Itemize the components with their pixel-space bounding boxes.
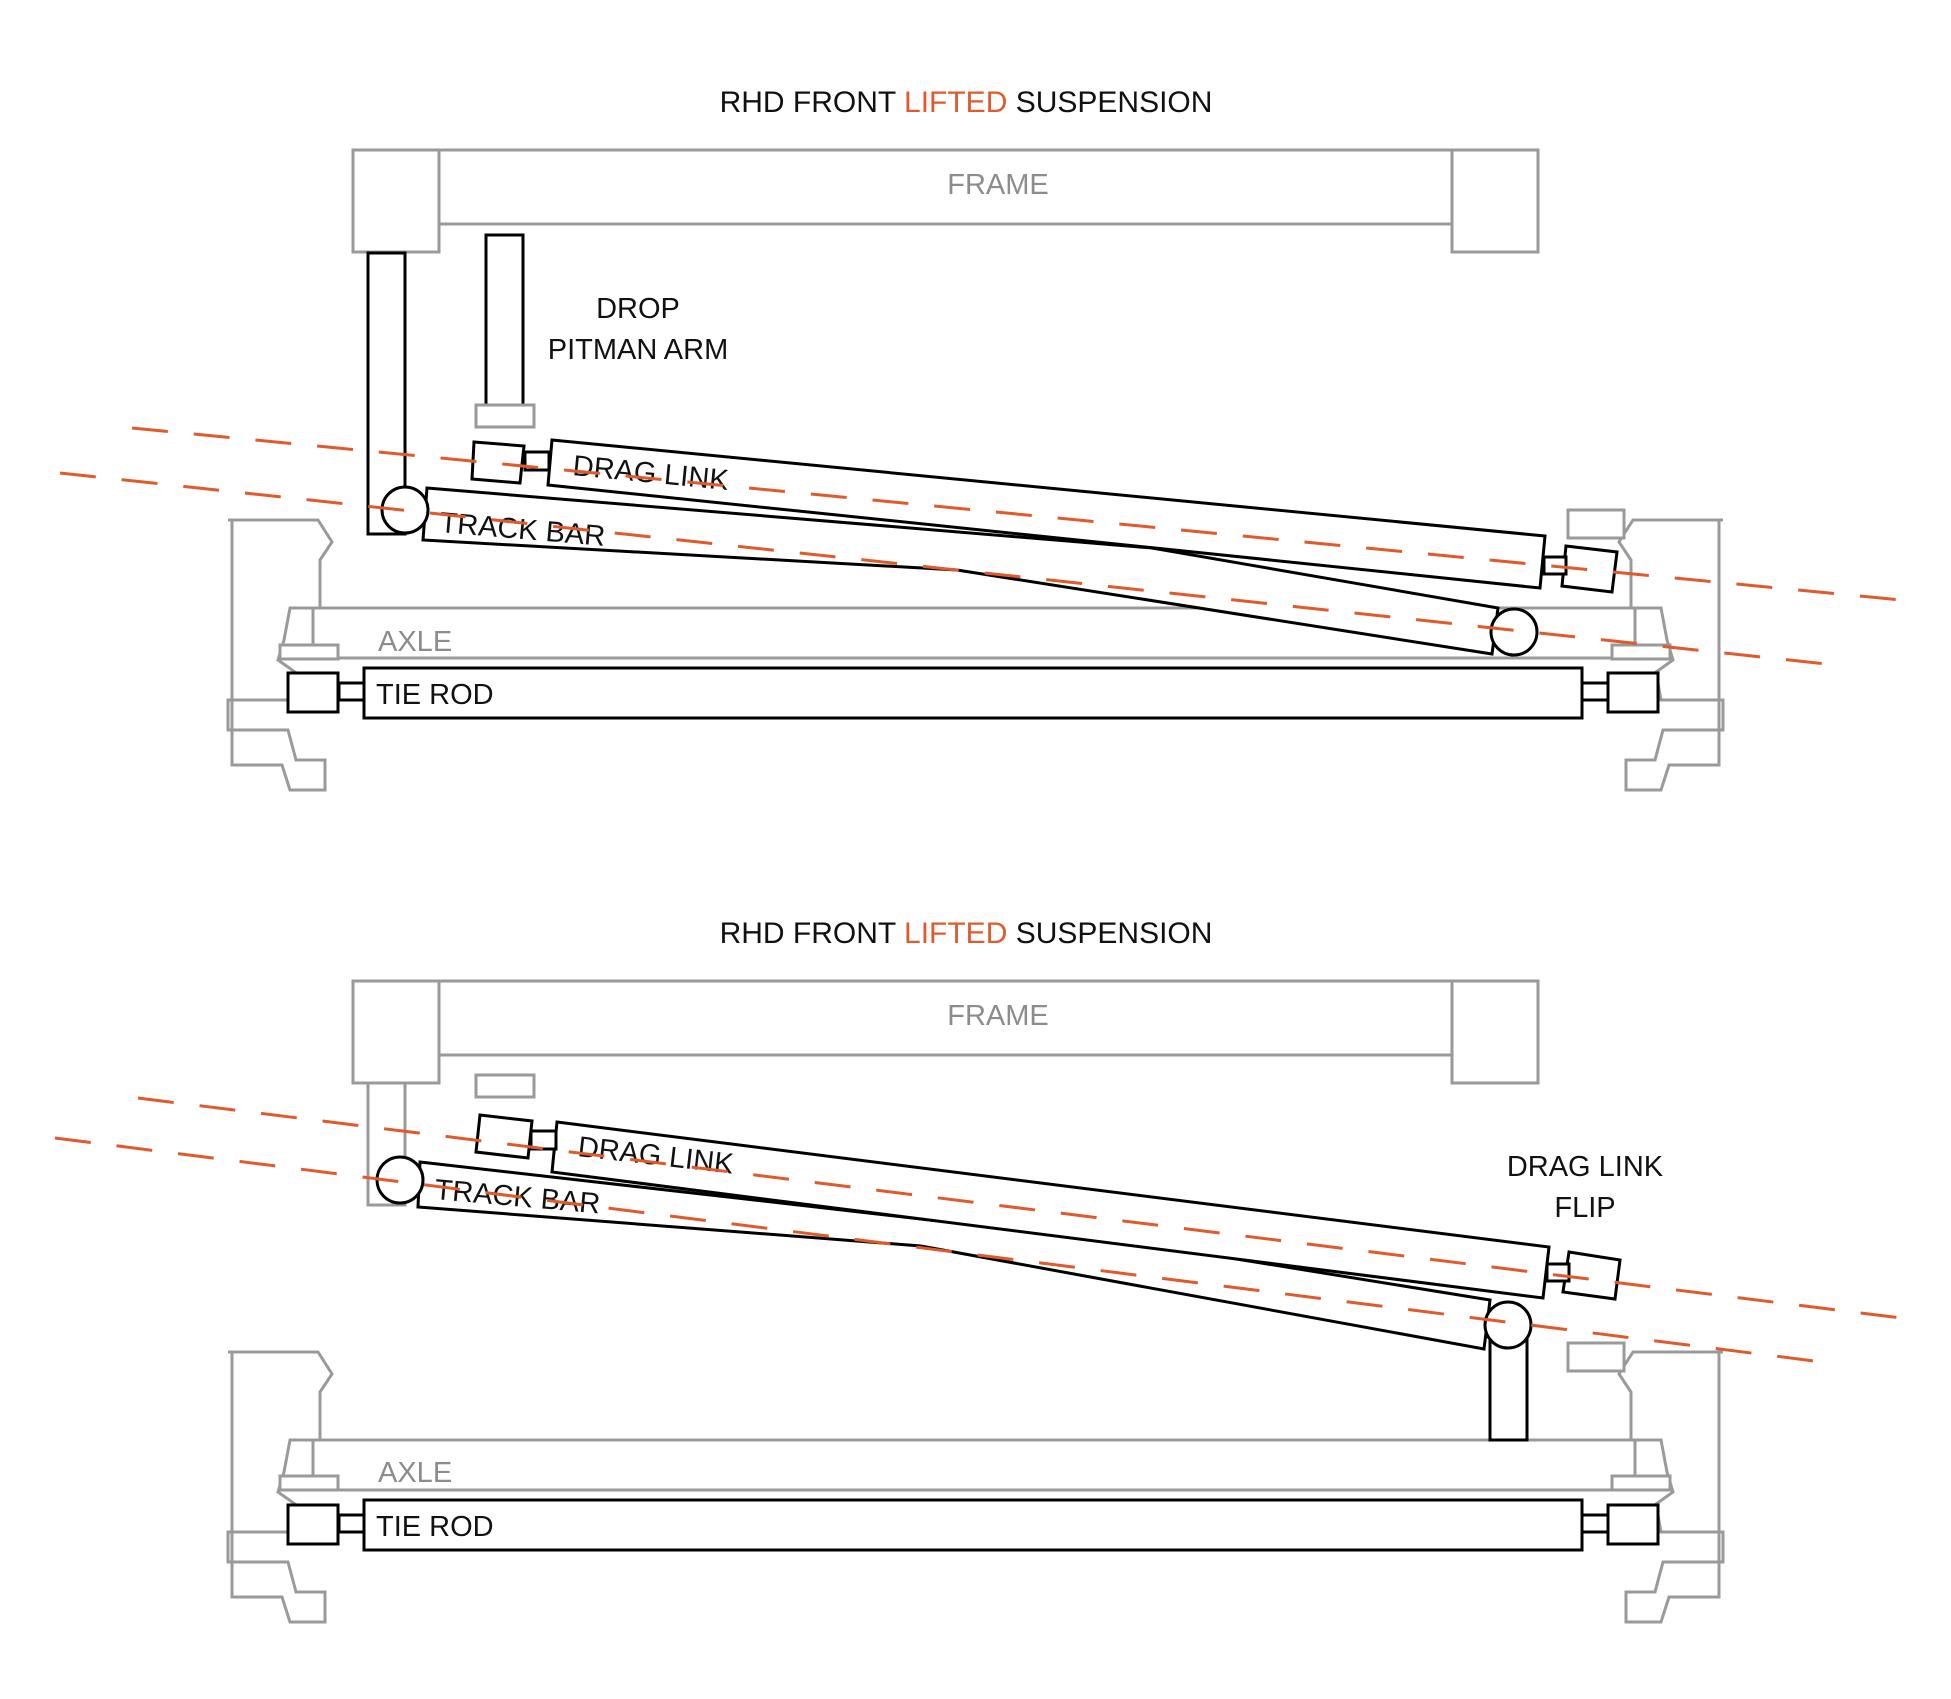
right-knuckle bbox=[1617, 518, 1725, 792]
track-bar-angle-line bbox=[59, 471, 1827, 666]
axle bbox=[226, 1350, 1725, 1624]
tie-rod-label: TIE ROD bbox=[376, 1511, 494, 1543]
frame bbox=[351, 979, 1540, 1085]
flip-label-line1: DRAG LINK bbox=[1507, 1151, 1664, 1183]
right-knuckle bbox=[1617, 1350, 1725, 1624]
drag-link-stud-right bbox=[1545, 1262, 1571, 1283]
axle bbox=[226, 518, 1725, 792]
drop-pitman-arm bbox=[484, 233, 525, 407]
drag-link-angle-line bbox=[137, 1096, 1902, 1320]
frame-label: FRAME bbox=[947, 169, 1049, 201]
left-knuckle bbox=[226, 1350, 334, 1624]
diagram-top: RHD FRONT LIFTED SUSPENSION FRAME AXLE D… bbox=[59, 86, 1902, 792]
diagram-title: RHD FRONT LIFTED SUSPENSION bbox=[720, 917, 1213, 950]
track-bar-angle-line bbox=[54, 1136, 1823, 1364]
drag-link-end-left bbox=[470, 440, 526, 485]
drop-label-line2: PITMAN ARM bbox=[548, 334, 728, 366]
tie-rod-end-right bbox=[1606, 671, 1660, 714]
drag-link-angle-line bbox=[131, 426, 1902, 602]
drag-link-stud-left bbox=[529, 1129, 558, 1151]
drag-link-end-left bbox=[474, 1113, 534, 1160]
steering-box-stub bbox=[474, 403, 536, 429]
diagram-title: RHD FRONT LIFTED SUSPENSION bbox=[720, 86, 1213, 119]
tie-rod bbox=[362, 666, 1584, 720]
knuckle-steer-arm bbox=[1566, 508, 1626, 540]
tie-rod-stud-left bbox=[337, 681, 366, 702]
left-knuckle bbox=[226, 518, 334, 792]
frame bbox=[351, 148, 1540, 254]
tie-rod-label: TIE ROD bbox=[376, 679, 494, 711]
knuckle-steer-arm bbox=[1566, 1341, 1626, 1373]
flip-label-line2: FLIP bbox=[1554, 1192, 1615, 1224]
track-bar-frame-joint bbox=[380, 485, 430, 535]
drop-label-line1: DROP bbox=[596, 293, 680, 325]
diagram-bottom: RHD FRONT LIFTED SUSPENSION FRAME AXLE T… bbox=[54, 917, 1902, 1624]
drag-link bbox=[550, 1120, 1551, 1300]
frame-label: FRAME bbox=[947, 1000, 1049, 1032]
axle-label: AXLE bbox=[378, 1457, 452, 1489]
tie-rod-stud-right bbox=[1580, 681, 1610, 702]
tie-rod-end-right bbox=[1606, 1503, 1660, 1546]
steering-box-stub bbox=[474, 1073, 536, 1099]
track-bar-axle-joint bbox=[1483, 1300, 1533, 1350]
tie-rod-stud-right bbox=[1580, 1513, 1610, 1534]
tie-rod bbox=[362, 1498, 1584, 1552]
axle-label: AXLE bbox=[378, 626, 452, 658]
tie-rod-end-left bbox=[286, 1503, 340, 1546]
track-bar-axle-joint bbox=[1489, 607, 1539, 657]
tie-rod-end-left bbox=[286, 671, 340, 714]
tie-rod-stud-left bbox=[337, 1513, 366, 1534]
